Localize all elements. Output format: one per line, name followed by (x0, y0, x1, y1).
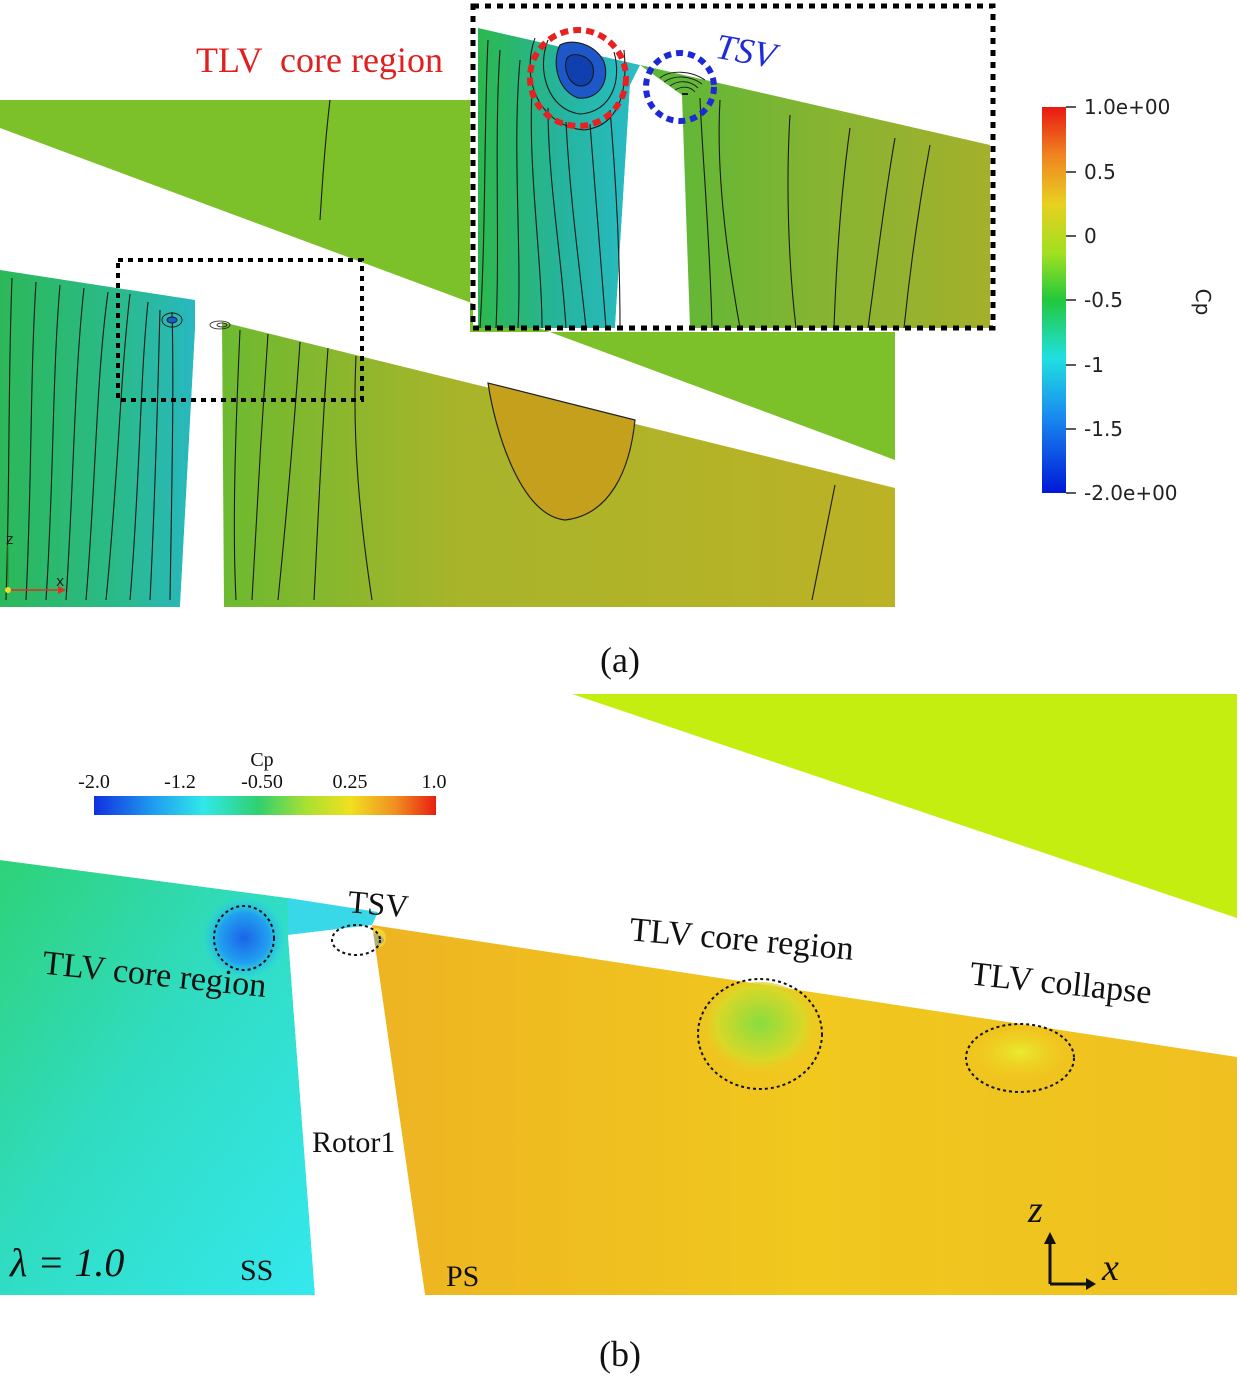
axis-a-x: x (56, 574, 64, 590)
tlv-core-right-label: TLV core region (628, 911, 855, 967)
tlv-core-callout-circle (527, 27, 629, 129)
axis-triad-b: z x (1027, 1189, 1119, 1290)
inset-rotor (615, 85, 690, 328)
axis-b-z: z (1027, 1189, 1043, 1231)
contour-lines-a (5, 99, 836, 601)
ss-label: SS (240, 1254, 273, 1287)
tlv-core-small (161, 312, 183, 328)
cbar-a-tick-5: -1 (1084, 353, 1104, 377)
high-pressure-lobe (487, 382, 636, 521)
cbar-a-tick-2: 0.5 (1084, 160, 1116, 184)
upper-band (0, 100, 895, 460)
tsv-callout-circle (643, 50, 717, 124)
cbar-a-tick-6: -1.5 (1084, 417, 1123, 441)
panel-a: TLV core region TSV 1.0e+00 0.5 0 -0.5 -… (0, 3, 1215, 680)
ps-field-b (372, 925, 1237, 1295)
panel-b: TSV TLV core region TLV core region TLV … (0, 694, 1237, 1374)
colorbar-b: Cp -2.0 -1.2 -0.50 0.25 1.0 (78, 749, 447, 815)
cbar-b-tick-1: -2.0 (78, 771, 110, 793)
inset-ps (640, 65, 990, 328)
ss-field (0, 270, 195, 607)
axis-b-x: x (1101, 1247, 1119, 1289)
rotor-label: Rotor1 (312, 1126, 395, 1159)
cbar-a-tick-7: -2.0e+00 (1084, 481, 1178, 505)
cbar-b-tick-2: -1.2 (164, 771, 196, 793)
cbar-a-tick-1: 1.0e+00 (1084, 95, 1170, 119)
tsv-label-b: TSV (347, 883, 410, 924)
tsv-small (209, 320, 231, 330)
colorbar-a: 1.0e+00 0.5 0 -0.5 -1 -1.5 -2.0e+00 Cp (1042, 95, 1215, 505)
tlv-core-right-outline (697, 978, 823, 1090)
axis-triad-a: z x (5, 532, 66, 594)
rotor-blade-b (288, 925, 425, 1295)
cbar-a-title: Cp (1191, 289, 1215, 316)
cbar-b-tick-5: 1.0 (422, 771, 447, 793)
panel-a-label: (a) (600, 640, 640, 680)
cbar-a-tick-3: 0 (1084, 224, 1097, 248)
panel-b-label: (b) (599, 1334, 641, 1374)
ps-label: PS (446, 1260, 479, 1293)
inset (470, 3, 996, 331)
tsv-outline (331, 924, 381, 956)
upper-wedge-b (572, 694, 1237, 918)
axis-a-z: z (6, 532, 13, 548)
cbar-b-tick-4: 0.25 (333, 771, 368, 793)
cbar-b-title: Cp (250, 749, 273, 771)
tlv-collapse-label: TLV collapse (968, 956, 1153, 1012)
cbar-a-tick-4: -0.5 (1084, 288, 1123, 312)
tlv-collapse-outline (965, 1023, 1075, 1093)
callout-tlv-label: TLV core region (196, 40, 443, 80)
tlv-core-left-outline (213, 905, 275, 971)
zoom-box (116, 258, 364, 402)
cbar-b-tick-3: -0.50 (241, 771, 283, 793)
lambda-label: λ = 1.0 (9, 1240, 124, 1285)
